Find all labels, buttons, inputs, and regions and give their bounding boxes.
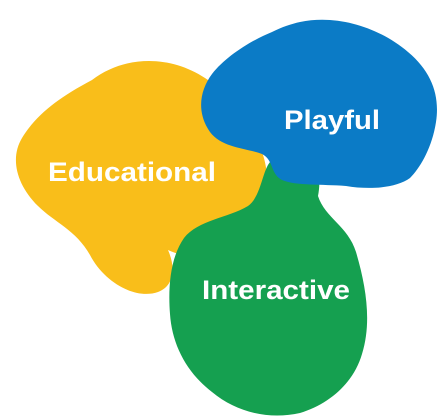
educational-label: Educational xyxy=(48,157,216,187)
interactive-blob xyxy=(169,155,368,416)
playful-label: Playful xyxy=(284,105,380,135)
playful-blob xyxy=(201,19,437,188)
interactive-label: Interactive xyxy=(202,275,350,305)
